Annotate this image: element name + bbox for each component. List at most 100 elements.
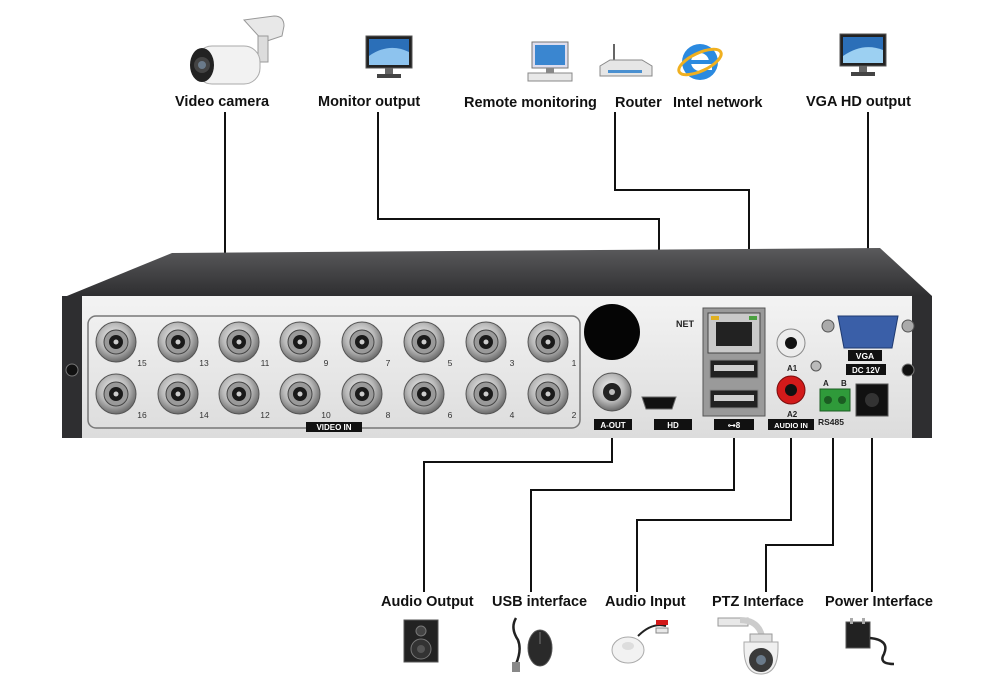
vga-port[interactable] xyxy=(837,315,899,349)
label-remote-monitoring: Remote monitoring xyxy=(464,95,597,111)
label-video-camera: Video camera xyxy=(175,94,270,110)
bnc-connector-ch9[interactable] xyxy=(279,321,321,363)
vga-screw-left xyxy=(821,319,835,333)
channel-number-10: 10 xyxy=(321,410,331,420)
panel-face xyxy=(62,296,932,438)
wire-audio-output xyxy=(423,430,613,592)
ground-screw xyxy=(810,360,822,372)
bnc-connector-ch10[interactable] xyxy=(279,373,321,415)
rs485-label: RS485 xyxy=(818,417,844,427)
a2-label: A2 xyxy=(787,410,798,419)
channel-number-11: 11 xyxy=(261,358,270,368)
hdmi-port[interactable] xyxy=(641,396,677,410)
bnc-connector-ch13[interactable] xyxy=(157,321,199,363)
router-icon xyxy=(599,44,653,77)
bnc-connector-ch1[interactable] xyxy=(527,321,569,363)
bnc-connector-ch5[interactable] xyxy=(403,321,445,363)
audio-in-tag: AUDIO IN xyxy=(768,419,814,430)
rs485-screw-a xyxy=(824,396,832,404)
dc-jack-socket xyxy=(865,393,879,407)
label-ptz-interface: PTZ Interface xyxy=(712,594,804,610)
bullet-camera-icon xyxy=(190,15,285,85)
channel-number-3: 3 xyxy=(510,358,515,368)
bnc-connector-ch12[interactable] xyxy=(218,373,260,415)
wire-audio-input xyxy=(636,420,792,592)
ptz-dome-camera-icon xyxy=(717,617,779,675)
bnc-connector-ch7[interactable] xyxy=(341,321,383,363)
channel-number-9: 9 xyxy=(324,358,329,368)
bnc-pin xyxy=(545,391,551,397)
dc-label: DC 12V xyxy=(852,366,881,375)
channel-number-12: 12 xyxy=(260,410,270,420)
bnc-pin xyxy=(421,339,427,345)
monitor-icon xyxy=(365,35,413,78)
usb-tag: ⊶8 xyxy=(714,419,754,430)
chassis-top xyxy=(62,248,932,298)
microphone-icon xyxy=(611,620,669,664)
bnc-connector-ch6[interactable] xyxy=(403,373,445,415)
bnc-pin xyxy=(359,339,365,345)
power-adapter-icon xyxy=(845,618,895,666)
bnc-pin xyxy=(297,391,303,397)
bnc-pin xyxy=(175,339,181,345)
video-in-tag: VIDEO IN xyxy=(306,422,362,432)
bnc-connector-ch14[interactable] xyxy=(157,373,199,415)
label-audio-output: Audio Output xyxy=(381,594,474,610)
left-screw xyxy=(65,363,79,377)
vga-label: VGA xyxy=(856,351,874,361)
usb-port-2-tongue xyxy=(714,395,754,401)
rj45-led-left xyxy=(711,316,719,320)
audio-in-a2-socket xyxy=(785,384,797,396)
hd-tag: HD xyxy=(654,419,692,430)
bnc-pin xyxy=(175,391,181,397)
rj45-led-right xyxy=(749,316,757,320)
bnc-connector-ch4[interactable] xyxy=(465,373,507,415)
dc-tag: DC 12V xyxy=(846,364,886,375)
bnc-connector-ch2[interactable] xyxy=(527,373,569,415)
label-router: Router xyxy=(615,95,662,111)
bnc-pin xyxy=(483,391,489,397)
a-out-pin xyxy=(609,389,615,395)
fan-hole xyxy=(584,304,640,360)
bnc-pin xyxy=(236,391,242,397)
channel-number-1: 1 xyxy=(572,358,577,368)
bnc-pin xyxy=(113,339,119,345)
video-in-label: VIDEO IN xyxy=(316,423,351,432)
vga-tag: VGA xyxy=(848,350,882,361)
bnc-connector-ch3[interactable] xyxy=(465,321,507,363)
channel-number-16: 16 xyxy=(137,410,147,420)
bnc-pin xyxy=(421,391,427,397)
bnc-connector-ch16[interactable] xyxy=(95,373,137,415)
a-out-label: A-OUT xyxy=(600,421,625,430)
rs485-screw-b xyxy=(838,396,846,404)
bnc-connector-ch8[interactable] xyxy=(341,373,383,415)
label-power-interface: Power Interface xyxy=(825,594,933,610)
bnc-pin xyxy=(359,391,365,397)
audio-in-a1-socket xyxy=(785,337,797,349)
channel-number-13: 13 xyxy=(199,358,209,368)
usb-label: ⊶8 xyxy=(728,421,741,430)
rj45-jack xyxy=(716,322,752,346)
channel-number-6: 6 xyxy=(448,410,453,420)
bnc-connector-ch15[interactable] xyxy=(95,321,137,363)
rs485-terminal[interactable] xyxy=(819,388,851,412)
channel-number-15: 15 xyxy=(137,358,147,368)
channel-number-7: 7 xyxy=(386,358,391,368)
right-ear xyxy=(912,296,932,438)
bnc-pin xyxy=(483,339,489,345)
net-label: NET xyxy=(676,319,695,329)
a1-label: A1 xyxy=(787,364,798,373)
right-screw xyxy=(901,363,915,377)
bnc-pin xyxy=(297,339,303,345)
rs485-a-label: A xyxy=(823,379,829,388)
bnc-pin xyxy=(236,339,242,345)
label-audio-input: Audio Input xyxy=(605,594,686,610)
channel-number-8: 8 xyxy=(386,410,391,420)
label-vga-hd-output: VGA HD output xyxy=(806,94,911,110)
a-out-tag: A-OUT xyxy=(594,419,632,430)
channel-number-5: 5 xyxy=(448,358,453,368)
bnc-connector-ch11[interactable] xyxy=(218,321,260,363)
channel-number-4: 4 xyxy=(510,410,515,420)
